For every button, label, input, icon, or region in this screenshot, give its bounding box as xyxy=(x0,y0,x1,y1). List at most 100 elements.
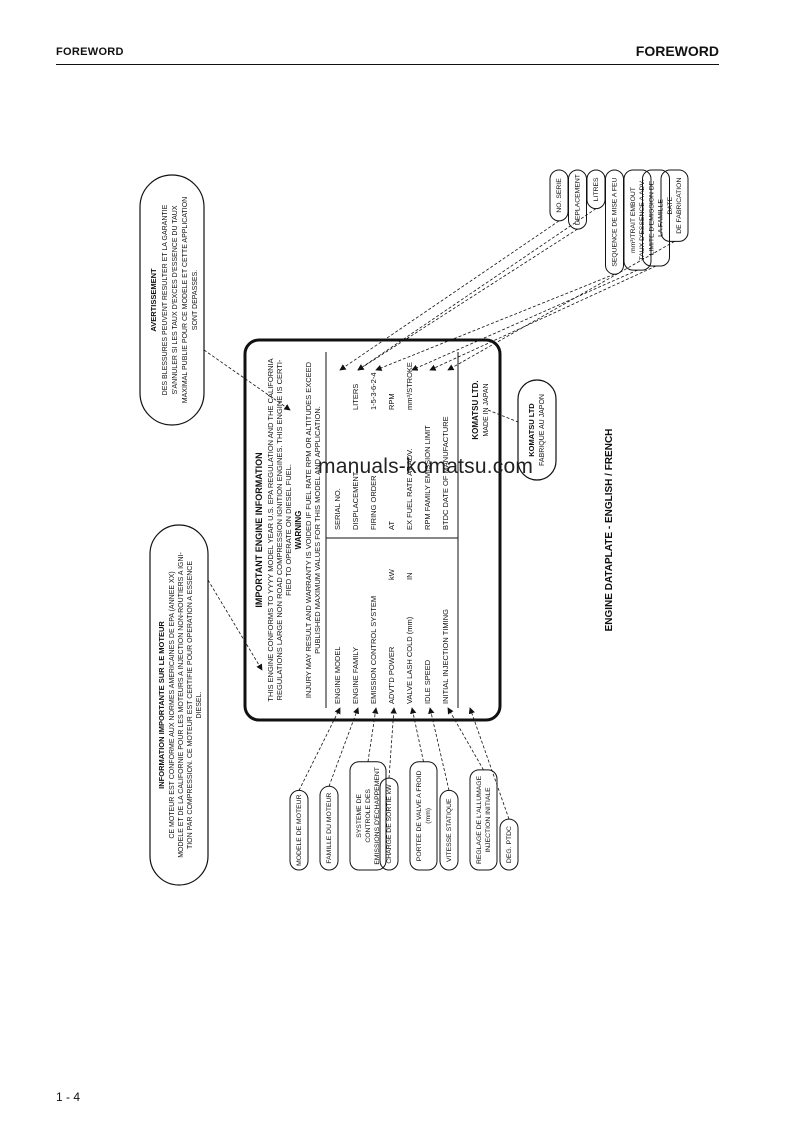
bottom-label-leader-2 xyxy=(367,707,379,762)
plate-compliance-line-3: FIED TO OPERATE ON DIESEL FUEL. xyxy=(284,464,293,596)
plate-cell-2-a: EMISSION CONTROL SYSTEM xyxy=(369,596,378,704)
bubble-komatsu-line-1: KOMATSU LTD xyxy=(527,403,536,457)
bottom-label-bubble-5 xyxy=(439,789,459,871)
bubble-info-fr-title: INFORMATION IMPORTANTE SUR LE MOTEUR xyxy=(157,621,166,789)
header-right-title: FOREWORD xyxy=(635,43,719,59)
plate-cell-3-a: ADVT'D POWER xyxy=(387,646,396,704)
bottom-label-text-1-0: FAMILLE DU MOTEUR xyxy=(326,793,333,864)
plate-cell-0-a: ENGINE MODEL xyxy=(333,646,342,704)
bubble-komatsu-line-2: FABRIQUE AU JAPON xyxy=(539,394,546,466)
plate-warning-line-2: PUBLISHED MAXIMUM VALUES FOR THIS MODEL … xyxy=(313,406,322,654)
plate-cell-2-d: 1-5-3-6-2-4 xyxy=(369,372,378,410)
bubble-komatsu xyxy=(517,379,557,481)
bubble-warn-fr-line-4: SONT DEPASSES. xyxy=(192,270,199,330)
leader-info-fr xyxy=(207,579,263,671)
plate-cell-5-a: IDLE SPEED xyxy=(423,659,432,704)
plate-title: IMPORTANT ENGINE INFORMATION xyxy=(254,452,264,607)
bottom-label-leader-4 xyxy=(410,707,424,762)
bottom-label-text-0-0: MODELE DE MOTEUR xyxy=(296,794,303,865)
bubble-info-fr-line-4: DIESEL. xyxy=(196,692,203,719)
bubble-warn-fr-line-2: S'ANNULER SI LES TAUX D'EXCES D'ESSENCE … xyxy=(172,205,179,394)
bottom-label-bubble-2 xyxy=(349,761,387,871)
plate-cell-4-c: EX FUEL RATE AT ADV. xyxy=(405,448,414,530)
plate-cell-3-c: AT xyxy=(387,521,396,530)
bottom-label-bubble-0 xyxy=(289,789,309,871)
watermark: manuals-komatsu.com xyxy=(318,455,534,478)
plate-cell-5-c: RPM FAMILY EMISSION LIMIT xyxy=(423,425,432,530)
bubble-warn-fr xyxy=(139,174,205,426)
bottom-label-text-4-0: PORTEE DE VALVE A FROID xyxy=(416,770,423,861)
bottom-label-bubble-6 xyxy=(469,769,498,871)
top-label-text-5-0: LIMITE D'EMISSION DE xyxy=(649,180,656,255)
top-label-text-6-0: DATE xyxy=(667,196,674,214)
plate-cell-0-c: SERIAL NO. xyxy=(333,488,342,530)
top-label-leader-0 xyxy=(339,220,560,371)
top-label-text-2-0: LITRES xyxy=(593,177,600,201)
top-label-leader-5 xyxy=(429,265,657,371)
plate-cell-1-a: ENGINE FAMILY xyxy=(351,647,360,704)
bubble-info-fr-line-3: TION PAR COMPRESSION. CE MOTEUR EST CERT… xyxy=(187,561,194,849)
bottom-label-text-3-0: CHARGE DE SORTIE kW xyxy=(386,784,393,864)
top-label-group: NO. SERIE DEPLACEMENT LITRES SEQUENCE DE MI… xyxy=(339,169,689,371)
bottom-label-text-4-1: (mm) xyxy=(425,808,432,824)
bottom-label-text-2-1: CONTROLE DES xyxy=(365,789,372,843)
plate-compliance-line-2: REGULATIONS LARGE NON ROAD COMPRESSION I… xyxy=(275,359,284,700)
bottom-label-text-5-0: VITESSE STATIQUE xyxy=(446,798,453,862)
header-rule xyxy=(56,64,719,65)
bottom-label-leader-5 xyxy=(428,707,450,791)
rotated-layer: ENGINE DATAPLATE - ENGLISH / FRENCH IMPO… xyxy=(139,169,689,886)
diagram-caption: ENGINE DATAPLATE - ENGLISH / FRENCH xyxy=(604,429,615,632)
top-label-leader-1 xyxy=(357,228,578,371)
top-label-bubble-6 xyxy=(660,169,689,242)
bottom-label-group: MODELE DE MOTEUR FAMILLE DU MOTEUR SYSTEME… xyxy=(289,707,519,871)
bottom-label-bubble-4 xyxy=(409,761,438,871)
bottom-label-leader-3 xyxy=(388,707,397,779)
bubble-warn-fr-line-1: DES BLESSURES PEUVENT RESULTER ET LA GAR… xyxy=(162,204,169,395)
bottom-label-leader-1 xyxy=(328,707,360,787)
top-label-text-6-1: DE FABRICATION xyxy=(676,178,683,234)
bubble-warn-fr-line-3: MAXIMAL PUBLIE POUR CE MODELE ET CETTE A… xyxy=(182,197,189,403)
plate-cell-1-c: DISPLACEMENT xyxy=(351,471,360,530)
bottom-label-text-6-0: REGLAGE DE L'ALLUMAGE xyxy=(476,775,483,864)
leader-warn-fr xyxy=(203,349,291,411)
dataplate-frame xyxy=(243,338,502,722)
top-label-text-4-0: mm³/TRAIT EMBOUT xyxy=(630,187,637,253)
top-label-leader-6 xyxy=(447,241,675,371)
leader-komatsu xyxy=(487,409,519,423)
bubble-info-fr-line-1: CE MOTEUR EST CONFORME AUX NORMES AMERIC… xyxy=(169,571,176,838)
plate-cell-3-b: kW xyxy=(387,568,396,580)
top-label-text-1-0: DEPLACEMENT xyxy=(575,174,582,225)
plate-cell-4-a: VALVE LASH COLD (mm) xyxy=(405,616,414,704)
plate-warning-title: WARNING xyxy=(294,511,303,550)
bottom-label-text-2-2: EMISSIONS D'ECHAPPEMENT xyxy=(374,767,381,865)
plate-made-in: MADE IN JAPAN xyxy=(483,383,490,436)
plate-cell-6-c: BTDC DATE OF MANUFACTURE xyxy=(441,416,450,530)
plate-cell-4-b: IN xyxy=(405,573,414,581)
plate-cell-1-d: LITERS xyxy=(351,384,360,410)
plate-warning-line-1: INJURY MAY RESULT AND WARRANTY IS VOIDED… xyxy=(304,361,313,698)
plate-cell-6-a: INITIAL INJECTION TIMING xyxy=(441,609,450,704)
page-number: 1 - 4 xyxy=(56,1090,81,1104)
plate-rows: ENGINE MODEL SERIAL NO. ENGINE FAMILY DISPL… xyxy=(333,362,450,704)
bottom-label-text-2-0: SYSTEME DE xyxy=(356,793,363,837)
header-left-title: FOREWORD xyxy=(56,46,124,58)
bubble-warn-fr-title: AVERTISSEMENT xyxy=(149,268,158,332)
bubble-info-fr-line-2: MODELE ET DE LA CALIFORNIE POUR LES MOTE… xyxy=(178,552,185,858)
top-label-text-3-0: SEQUENCE DE MISE A FEU xyxy=(612,177,619,266)
plate-cell-4-d: mm³/STROKE xyxy=(405,362,414,410)
bottom-label-leader-0 xyxy=(298,707,341,791)
plate-cell-3-d: RPM xyxy=(387,393,396,410)
top-label-leader-3 xyxy=(375,273,615,371)
top-label-text-0-0: NO. SERIE xyxy=(556,178,563,213)
plate-cell-2-c: FIRING ORDER xyxy=(369,475,378,530)
top-label-leader-2 xyxy=(357,208,597,371)
top-label-bubble-4 xyxy=(623,169,652,271)
plate-compliance-line-1: THIS ENGINE CONFORMS TO YYYY MODEL YEAR … xyxy=(266,358,275,701)
plate-maker: KOMATSU LTD. xyxy=(471,380,480,439)
top-label-leader-4 xyxy=(411,269,638,371)
bottom-label-text-6-1: INJECTION INITIALE xyxy=(485,787,492,853)
bottom-label-text-7-0: DEG. PTDC xyxy=(506,826,513,863)
bubble-info-fr xyxy=(149,524,209,886)
bottom-label-leader-6 xyxy=(447,707,484,771)
